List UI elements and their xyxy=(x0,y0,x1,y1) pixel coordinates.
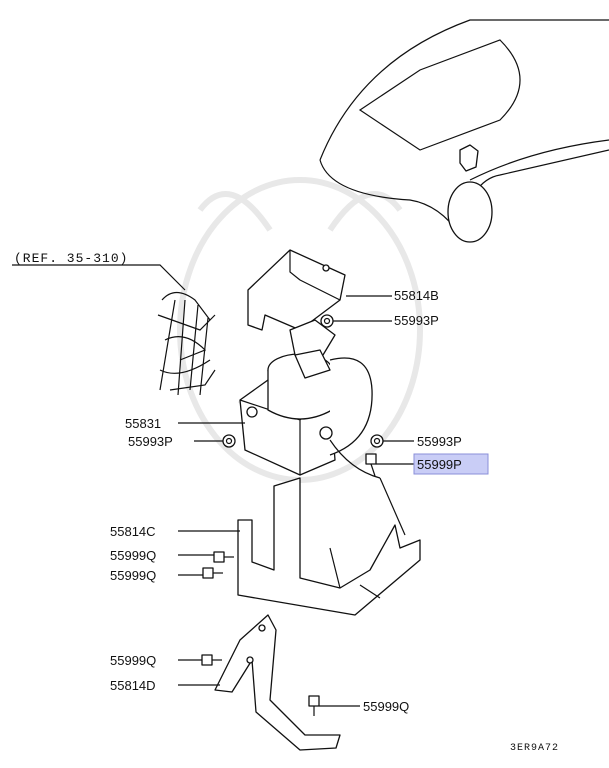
bolt-55999q-mid-1 xyxy=(213,551,234,563)
label-55999q-low-1[interactable]: 55999Q xyxy=(110,653,156,668)
bracket-55814b xyxy=(247,249,346,331)
bracket-55814d xyxy=(214,614,341,751)
label-55814b[interactable]: 55814B xyxy=(394,288,439,303)
brake-tube-bundle xyxy=(157,291,216,396)
reference-label: (REF. 35-310) xyxy=(14,251,128,266)
highlight-box xyxy=(413,453,489,475)
label-55999q-low-2[interactable]: 55999Q xyxy=(363,699,409,714)
bolt-55999p xyxy=(365,453,377,477)
nut-55993p-left xyxy=(222,434,236,448)
label-55831[interactable]: 55831 xyxy=(125,416,161,431)
nut-55993p-right xyxy=(370,434,384,448)
bolt-55999q-mid-2 xyxy=(202,567,223,579)
hydraulic-unit-55831 xyxy=(239,319,381,479)
label-55993p-top[interactable]: 55993P xyxy=(394,313,439,328)
label-55999q-mid-2[interactable]: 55999Q xyxy=(110,568,156,583)
bracket-55814c xyxy=(237,477,421,616)
bolt-55999q-low-2 xyxy=(308,695,320,716)
nut-55993p-top xyxy=(320,314,334,328)
diagram-code: 3ER9A72 xyxy=(510,743,559,754)
bolt-55999q-low-1 xyxy=(201,654,222,666)
label-55999q-mid-1[interactable]: 55999Q xyxy=(110,548,156,563)
leader-lines xyxy=(12,264,414,707)
label-55993p-right[interactable]: 55993P xyxy=(417,434,462,449)
label-55814d[interactable]: 55814D xyxy=(110,678,156,693)
car-outline xyxy=(319,19,609,243)
label-55993p-left[interactable]: 55993P xyxy=(128,434,173,449)
label-55814c[interactable]: 55814C xyxy=(110,524,156,539)
label-55999p-highlighted[interactable]: 55999P xyxy=(417,457,462,472)
